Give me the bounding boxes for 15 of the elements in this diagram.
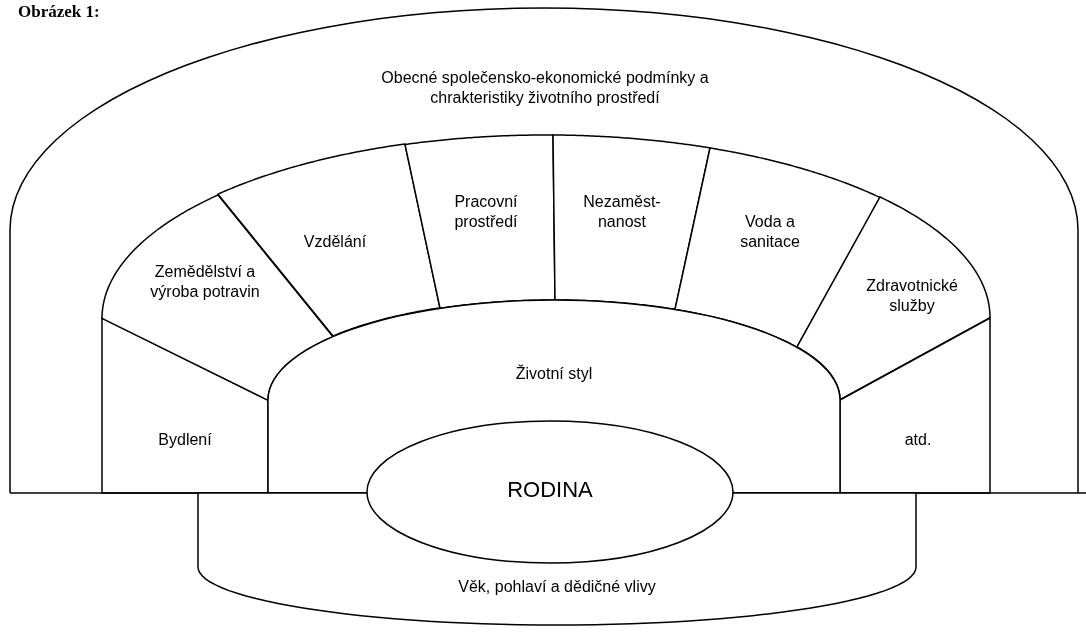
segment-label: Pracovní prostředí [453, 192, 519, 232]
figure-title: Obrázek 1: [18, 2, 100, 22]
segment-label: Zdravotnické služby [865, 276, 959, 316]
band-label: Věk, pohlaví a dědičné vlivy [457, 577, 657, 597]
segment-label: Voda a sanitace [739, 212, 801, 252]
segment-label: Zemědělství a výroba potravin [150, 262, 260, 302]
band-label: Obecné společensko-ekonomické podmínky a chrakteristiky životního prostředí [380, 68, 710, 108]
ellipse-label: RODINA [506, 476, 594, 504]
segment-label: Nezaměst-nanost [582, 192, 662, 232]
segment-label: atd. [903, 430, 933, 450]
arch-segment [403, 133, 557, 311]
segment-label: Bydlení [157, 430, 213, 450]
segment-label: Vzdělání [302, 232, 368, 252]
arch-label: Životní styl [514, 364, 594, 384]
center-ellipse [365, 419, 735, 565]
